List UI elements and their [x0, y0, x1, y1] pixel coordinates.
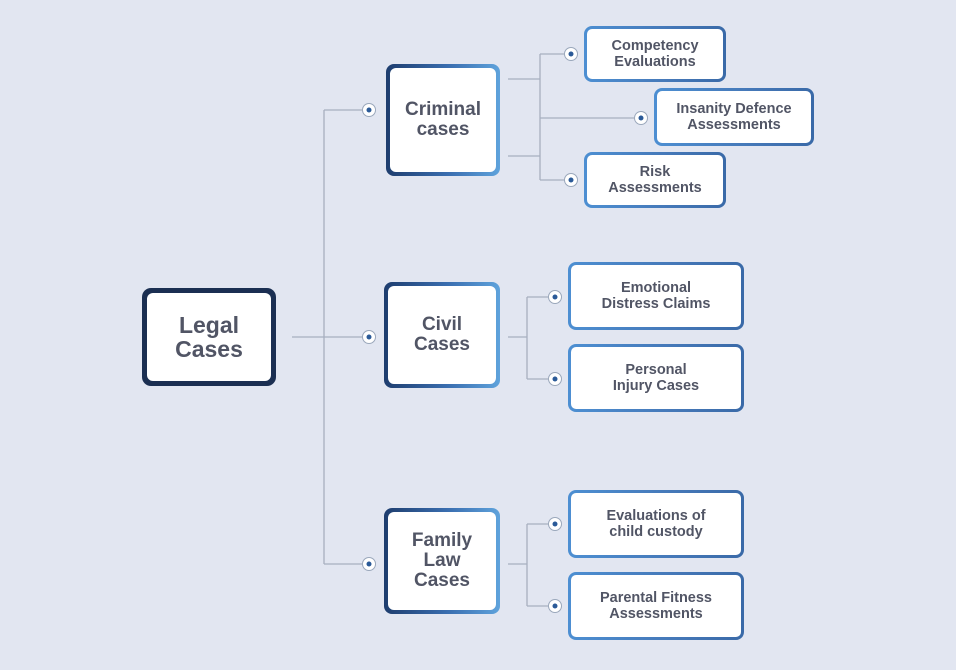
category-label-civil-cases: Civil Cases	[388, 286, 496, 384]
leaf-label-competency-evaluations: Competency Evaluations	[587, 29, 723, 79]
leaf-node-competency-evaluations: Competency Evaluations	[584, 26, 726, 82]
category-label-family-law-cases: Family Law Cases	[388, 512, 496, 610]
category-node-criminal-cases: Criminal cases	[386, 64, 500, 176]
connector-dot	[548, 517, 562, 531]
leaf-label-evaluations-of-child-custody: Evaluations of child custody	[571, 493, 741, 555]
category-node-family-law-cases: Family Law Cases	[384, 508, 500, 614]
connector-dot	[548, 599, 562, 613]
leaf-label-insanity-defence-assessments: Insanity Defence Assessments	[657, 91, 811, 143]
leaf-node-risk-assessments: Risk Assessments	[584, 152, 726, 208]
leaf-node-personal-injury-cases: Personal Injury Cases	[568, 344, 744, 412]
leaf-label-parental-fitness-assessments: Parental Fitness Assessments	[571, 575, 741, 637]
root-node-legal-cases: Legal Cases	[142, 288, 276, 386]
leaf-node-insanity-defence-assessments: Insanity Defence Assessments	[654, 88, 814, 146]
leaf-label-personal-injury-cases: Personal Injury Cases	[571, 347, 741, 409]
category-node-civil-cases: Civil Cases	[384, 282, 500, 388]
leaf-node-parental-fitness-assessments: Parental Fitness Assessments	[568, 572, 744, 640]
leaf-label-emotional-distress-claims: Emotional Distress Claims	[571, 265, 741, 327]
connector-dot	[548, 290, 562, 304]
category-label-criminal-cases: Criminal cases	[390, 68, 496, 172]
leaf-node-evaluations-of-child-custody: Evaluations of child custody	[568, 490, 744, 558]
connector-dot	[362, 330, 376, 344]
connector-dot	[564, 173, 578, 187]
connector-dot	[362, 103, 376, 117]
connector-dot	[362, 557, 376, 571]
connector-dot	[564, 47, 578, 61]
leaf-node-emotional-distress-claims: Emotional Distress Claims	[568, 262, 744, 330]
root-node-label: Legal Cases	[147, 293, 271, 381]
connector-dot	[634, 111, 648, 125]
connector-dot	[548, 372, 562, 386]
leaf-label-risk-assessments: Risk Assessments	[587, 155, 723, 205]
